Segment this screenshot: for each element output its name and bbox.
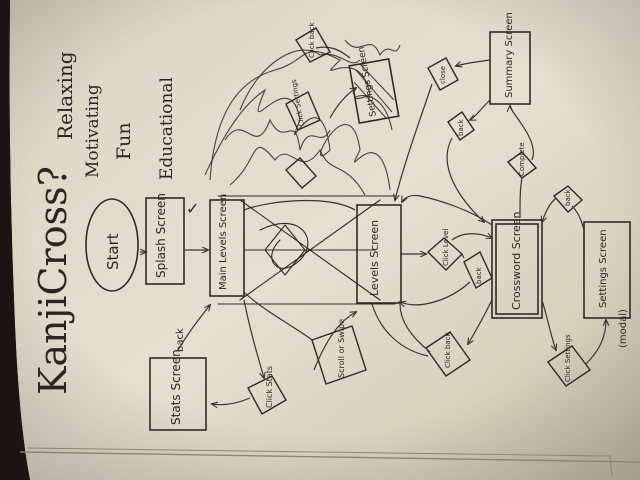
complete-label: Complete <box>518 142 526 176</box>
diamond-click-back-bottom: Click back <box>425 331 471 377</box>
node-stats-screen: Stats Screen <box>149 349 207 431</box>
goal-motivating: Motivating <box>83 84 103 178</box>
diamond-click-back-top: Click back <box>295 22 331 63</box>
node-main-levels-screen: Main Levels Screen <box>209 194 245 297</box>
main-levels-label: Main Levels Screen <box>218 194 229 290</box>
goal-fun: Fun <box>113 122 135 160</box>
crossword-label: Crossword Screen <box>510 211 523 310</box>
click-back-bottom-label: Click back <box>444 332 452 368</box>
diamond-complete: Complete <box>506 142 538 179</box>
click-back-mid-label: back <box>475 266 483 284</box>
diamond-top-mid <box>285 157 317 189</box>
close-label: close <box>439 66 447 84</box>
node-summary-screen: Summary Screen <box>489 12 531 105</box>
goal-educational: Educational <box>157 77 177 180</box>
click-settings-bottom-label: Click Settings <box>564 334 572 382</box>
click-stats-label: Click Stats <box>265 366 274 408</box>
back-label-stats: back <box>175 328 186 352</box>
node-settings-modal: Settings Screen (modal) <box>583 221 631 348</box>
click-back-top-label: Click back <box>308 22 316 58</box>
node-splash-screen: Splash Screen <box>145 193 185 285</box>
settings-modal-label: Settings Screen <box>598 229 609 308</box>
diamond-scroll-swipe: Scroll or Swipe <box>311 319 367 385</box>
diamond-back-right: back <box>447 111 475 141</box>
diamond-click-settings-bottom: Click Settings <box>546 334 592 387</box>
diamond-close: close <box>427 57 459 91</box>
summary-label: Summary Screen <box>504 12 515 98</box>
back-right-label: back <box>457 118 465 136</box>
levels-label: Levels Screen <box>368 220 381 296</box>
flow-arrows <box>212 46 606 405</box>
checkmark: ✓ <box>186 199 199 218</box>
diamond-click-stats: Click Stats <box>247 366 287 415</box>
stats-label: Stats Screen <box>169 349 183 425</box>
node-start: Start <box>85 198 139 292</box>
diamond-click-back-mid: back <box>463 250 493 290</box>
node-crossword-screen: Crossword Screen <box>491 211 543 319</box>
goal-relaxing: Relaxing <box>53 51 77 140</box>
splash-label: Splash Screen <box>154 193 168 278</box>
start-label: Start <box>104 233 122 270</box>
back-small-label: back <box>564 188 572 206</box>
settings-modal-note: (modal) <box>618 309 629 348</box>
click-level-label: Click Level <box>442 229 450 266</box>
scroll-swipe-label: Scroll or Swipe <box>337 319 346 378</box>
title-group: KanjiCross? Relaxing Motivating Fun Educ… <box>31 51 177 395</box>
app-title: KanjiCross? <box>31 166 75 395</box>
diamond-back-small: back <box>552 185 584 213</box>
